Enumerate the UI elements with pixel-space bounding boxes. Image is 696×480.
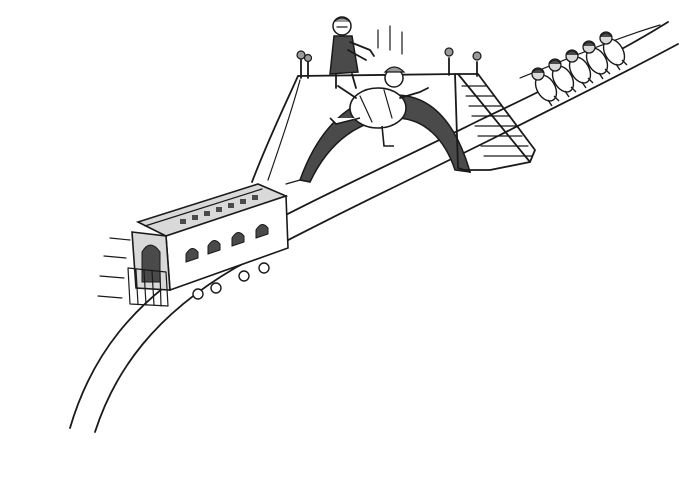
trolley-car	[97, 179, 301, 307]
person-on-track	[565, 49, 594, 89]
person-on-track	[548, 58, 577, 98]
person-on-track	[582, 40, 611, 80]
person-on-track	[599, 31, 628, 71]
trolley-speed-lines	[97, 179, 301, 299]
lamp-post-right	[472, 51, 482, 77]
person-on-track	[531, 67, 560, 107]
motion-lines	[377, 25, 403, 55]
falling-man	[329, 66, 429, 147]
footbridge	[251, 47, 536, 183]
bridge-stairs	[457, 73, 536, 171]
lamp-post-mid-right	[444, 47, 454, 76]
people-on-track	[531, 31, 628, 107]
lamp-post-left	[296, 50, 306, 79]
lamp-post-mid-left	[303, 53, 313, 79]
standing-man	[329, 16, 375, 89]
